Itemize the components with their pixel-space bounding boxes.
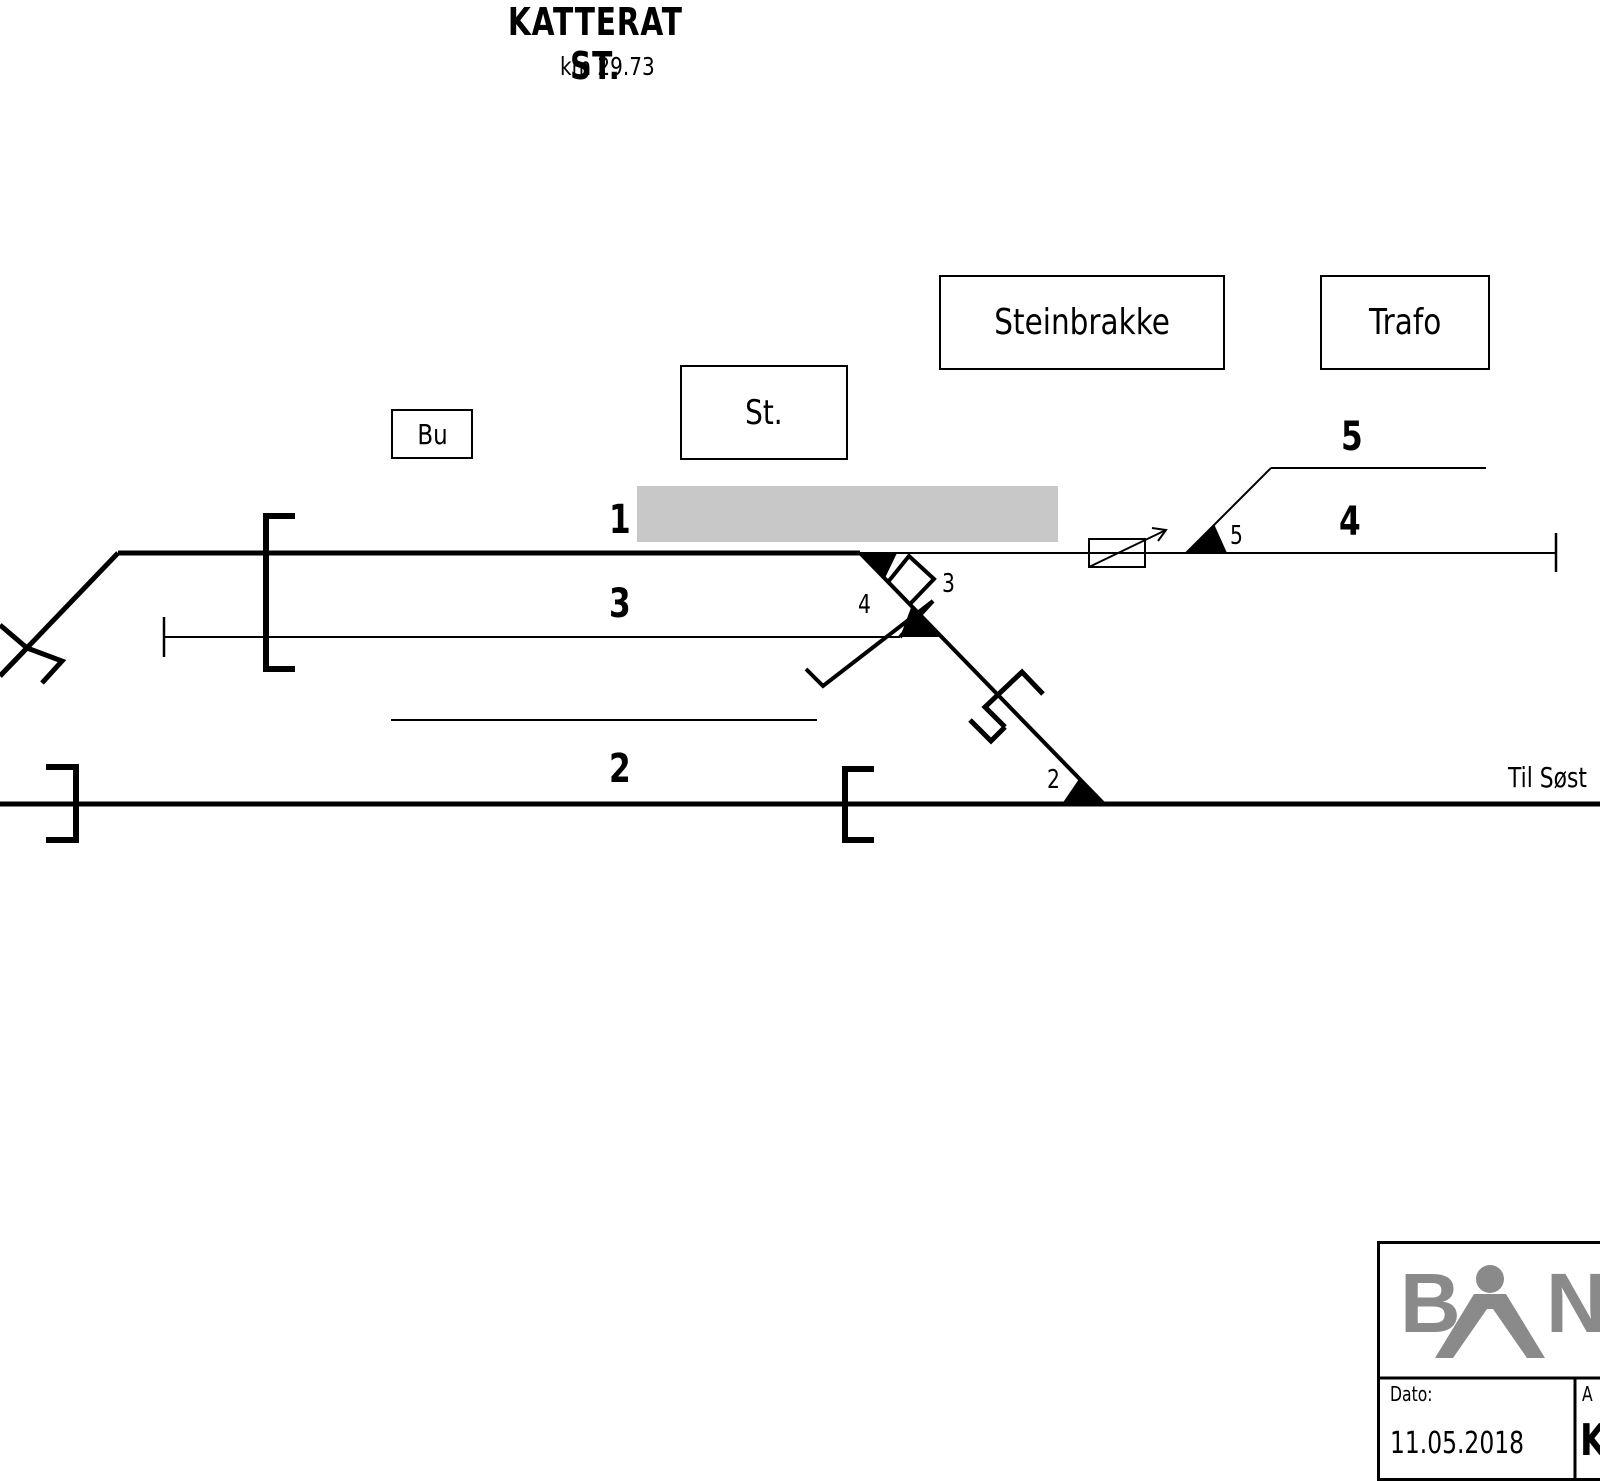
crossing-box bbox=[1088, 538, 1146, 568]
left-derailer bbox=[0, 623, 31, 678]
track-label-5: 5 bbox=[1341, 414, 1363, 460]
platform bbox=[637, 486, 1058, 542]
switch-triangle-3 bbox=[858, 553, 897, 580]
signal-bracket-track-2-left bbox=[46, 764, 79, 843]
building-trafo-label: Trafo bbox=[1368, 302, 1442, 343]
building-steinbrakke: Steinbrakke bbox=[939, 275, 1225, 370]
direction-label: Til Søst bbox=[1508, 761, 1587, 794]
building-bu: Bu bbox=[391, 409, 473, 459]
track-label-1: 1 bbox=[609, 497, 631, 543]
dato-value: 11.05.2018 bbox=[1390, 1426, 1524, 1461]
signal-bracket-track-1 bbox=[263, 513, 295, 672]
station-km: km 29.73 bbox=[560, 52, 655, 81]
building-st: St. bbox=[680, 365, 848, 460]
track-label-4: 4 bbox=[1339, 499, 1361, 545]
switch-label-3: 3 bbox=[942, 569, 955, 599]
title-block-right-label: A bbox=[1582, 1382, 1593, 1406]
title-block-right-value: K bbox=[1580, 1419, 1600, 1463]
logo-n: N bbox=[1546, 1256, 1600, 1350]
crossing-arrow-line bbox=[1088, 529, 1167, 568]
crossover-1-2 bbox=[858, 551, 1106, 806]
left-derailer-hook bbox=[26, 645, 67, 685]
dato-label: Dato: bbox=[1390, 1382, 1433, 1406]
track-label-3: 3 bbox=[609, 581, 631, 627]
crossing-arrow-head bbox=[1151, 527, 1168, 542]
switch-2-derailer bbox=[968, 718, 1007, 745]
track-label-2: 2 bbox=[609, 746, 631, 792]
building-trafo: Trafo bbox=[1320, 275, 1490, 370]
switch-label-2: 2 bbox=[1047, 765, 1060, 795]
switch-triangle-4 bbox=[900, 605, 939, 637]
switch-label-4: 4 bbox=[858, 590, 871, 620]
switch-triangle-5 bbox=[1186, 524, 1227, 553]
switch-2-derailer-top bbox=[981, 668, 1045, 729]
logo-a-shape bbox=[1435, 1294, 1545, 1358]
signal-bracket-track-2-right bbox=[842, 766, 874, 843]
building-bu-label: Bu bbox=[416, 417, 448, 451]
switch-4-derailer bbox=[804, 599, 935, 689]
title-block: B N Dato: 11.05.2018 A K bbox=[1377, 1241, 1600, 1481]
switch-label-5: 5 bbox=[1230, 521, 1243, 551]
building-st-label: St. bbox=[745, 392, 783, 433]
logo-head bbox=[1476, 1265, 1504, 1293]
building-steinbrakke-label: Steinbrakke bbox=[994, 302, 1170, 343]
title-block-lines: B N bbox=[1380, 1256, 1600, 1478]
switch-triangle-2 bbox=[1062, 779, 1104, 804]
switch-3-derailer bbox=[886, 553, 937, 605]
station-title: KATTERAT ST. bbox=[507, 0, 683, 88]
